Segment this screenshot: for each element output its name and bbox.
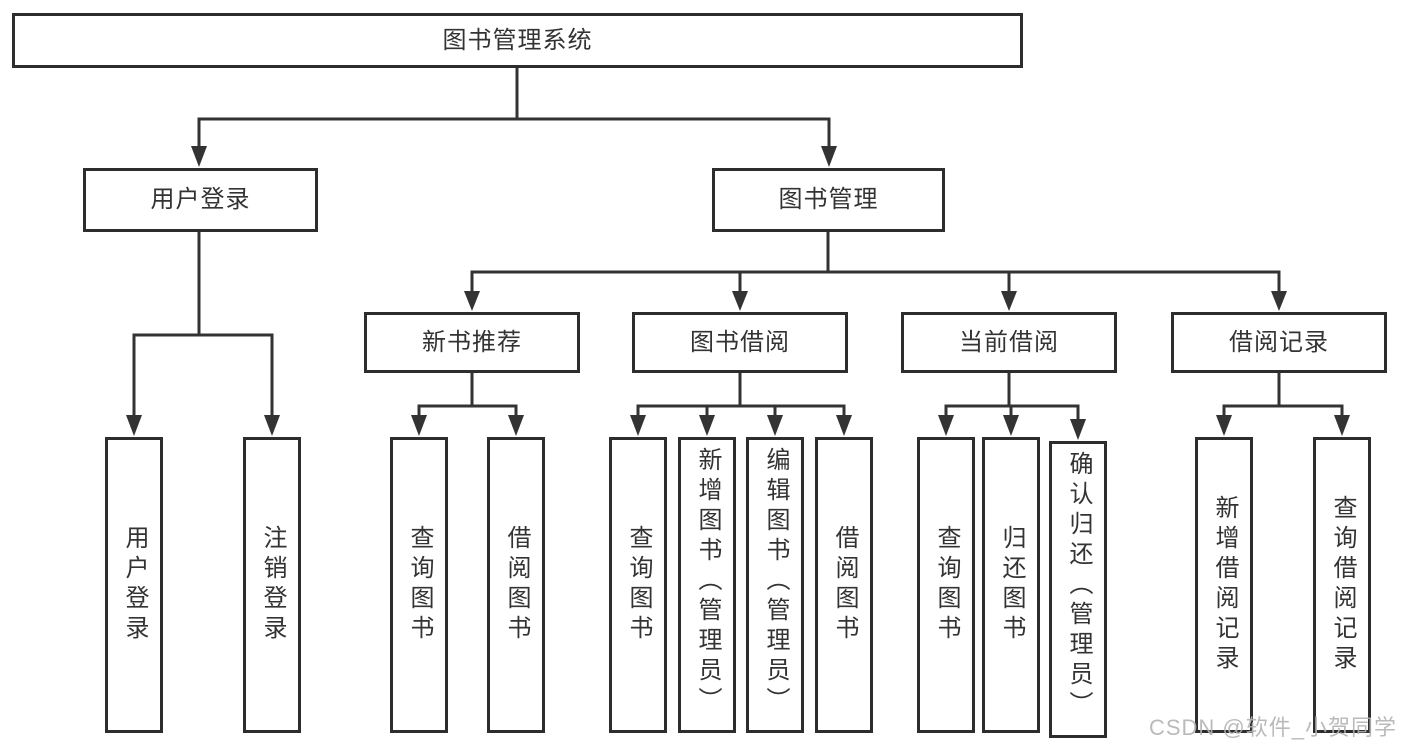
- arrowhead: [1070, 419, 1086, 440]
- arrowhead: [126, 415, 142, 436]
- connector-book-management-level3: [464, 230, 1287, 311]
- leaf-add-borrow-record: 新增借阅记录: [1195, 437, 1253, 733]
- node-book-borrow: 图书借阅: [632, 312, 848, 373]
- node-new-book-recommend: 新书推荐: [364, 312, 580, 373]
- leaf-label: 查询图书: [625, 525, 652, 645]
- arrowhead: [630, 415, 646, 436]
- leaf-label: 查询图书: [933, 525, 960, 645]
- node-library-management-system: 图书管理系统: [12, 13, 1023, 68]
- arrowhead: [1001, 291, 1017, 311]
- leaf-label: 查询图书: [406, 525, 433, 645]
- leaf-query-borrow-record: 查询借阅记录: [1313, 437, 1371, 733]
- arrowhead: [1334, 415, 1350, 436]
- arrowhead: [732, 291, 748, 311]
- arrowhead: [264, 415, 280, 436]
- leaf-label: 确认归还（管理员）: [1065, 451, 1092, 721]
- arrowhead: [1271, 291, 1287, 311]
- connector-book-borrow-children: [630, 371, 852, 436]
- connector-root-to-level2: [191, 66, 837, 167]
- arrowhead: [699, 415, 715, 436]
- leaf-label: 编辑图书（管理员）: [762, 447, 789, 717]
- leaf-query-books-recommend: 查询图书: [390, 437, 448, 733]
- leaf-return-books: 归还图书: [982, 437, 1040, 733]
- leaf-logout: 注销登录: [243, 437, 301, 733]
- leaf-label: 注销登录: [259, 525, 286, 645]
- node-borrow-records: 借阅记录: [1171, 312, 1387, 373]
- arrowhead: [508, 415, 524, 436]
- leaf-label: 新增图书（管理员）: [694, 447, 721, 717]
- leaf-label: 用户登录: [121, 525, 148, 645]
- leaf-confirm-return-admin: 确认归还（管理员）: [1049, 441, 1107, 738]
- leaf-add-book-admin: 新增图书（管理员）: [678, 437, 736, 733]
- leaf-label: 借阅图书: [503, 525, 530, 645]
- leaf-query-books-borrow: 查询图书: [609, 437, 667, 733]
- arrowhead: [821, 146, 837, 167]
- leaf-borrow-books-recommend: 借阅图书: [487, 437, 545, 733]
- leaf-query-books-current: 查询图书: [917, 437, 975, 733]
- leaf-borrow-books: 借阅图书: [815, 437, 873, 733]
- arrowhead: [836, 415, 852, 436]
- connector-user-login-children: [126, 230, 280, 436]
- node-user-login: 用户登录: [83, 168, 318, 232]
- arrowhead: [464, 291, 480, 311]
- leaf-label: 归还图书: [998, 525, 1025, 645]
- csdn-watermark: CSDN @软件_小贺同学: [1148, 715, 1397, 740]
- arrowhead: [191, 146, 207, 167]
- arrowhead: [767, 415, 783, 436]
- leaf-edit-book-admin: 编辑图书（管理员）: [746, 437, 804, 733]
- leaf-label: 新增借阅记录: [1211, 495, 1238, 675]
- leaf-user-login: 用户登录: [105, 437, 163, 733]
- node-current-borrow: 当前借阅: [901, 312, 1117, 373]
- arrowhead: [1003, 415, 1019, 436]
- arrowhead: [411, 415, 427, 436]
- connector-borrow-records-children: [1216, 371, 1350, 436]
- connector-current-borrow-children: [938, 371, 1086, 440]
- connector-new-book-children: [411, 371, 524, 436]
- node-book-management: 图书管理: [712, 168, 945, 232]
- arrowhead: [938, 415, 954, 436]
- leaf-label: 借阅图书: [831, 525, 858, 645]
- arrowhead: [1216, 415, 1232, 436]
- leaf-label: 查询借阅记录: [1329, 495, 1356, 675]
